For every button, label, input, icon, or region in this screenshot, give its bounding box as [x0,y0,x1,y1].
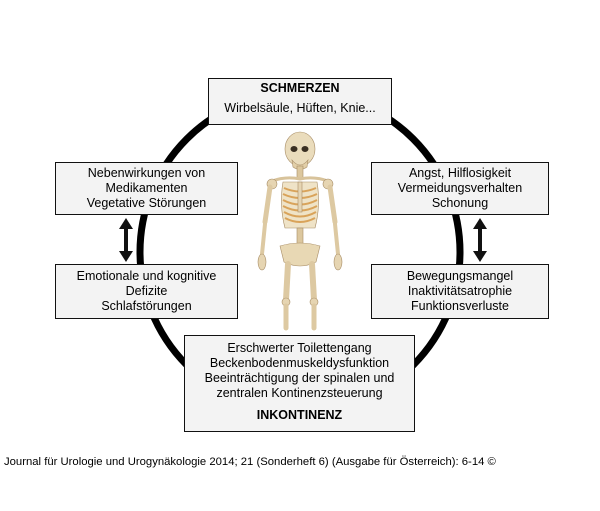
incontinence-line-1: Erschwerter Toilettengang [227,341,372,355]
side-effects-line-3: Vegetative Störungen [86,196,207,210]
anxiety-line-3: Schonung [431,196,489,210]
incontinence-line-2: Beckenbodenmuskeldysfunktion [209,356,390,370]
anxiety-line-2: Vermeidungsverhalten [397,181,523,195]
cognitive-line-3: Schlafstörungen [101,299,192,313]
citation-text: Journal für Urologie und Urogynäkologie … [4,456,496,468]
side-effects-line-2: Medikamenten [105,181,188,195]
anxiety-line-1: Angst, Hilflosigkeit [408,166,512,180]
pain-box: SCHMERZEN Wirbelsäule, Hüften, Knie... [208,78,392,125]
incontinence-line-3: Beeinträchtigung der spinalen und [204,371,395,385]
incontinence-box: Erschwerter Toilettengang Beckenbodenmus… [184,335,415,432]
lack-of-movement-box: Bewegungsmangel Inaktivitätsatrophie Fun… [371,264,549,319]
double-arrow-right [473,218,487,262]
double-arrow-left [119,218,133,262]
incontinence-line-4: zentralen Kontinenzsteuerung [216,386,383,400]
cognitive-deficits-box: Emotionale und kognitive Defizite Schlaf… [55,264,238,319]
pain-title: SCHMERZEN [260,81,340,95]
cognitive-line-1: Emotionale und kognitive [76,269,217,283]
anxiety-box: Angst, Hilflosigkeit Vermeidungsverhalte… [371,162,549,215]
side-effects-box: Nebenwirkungen von Medikamenten Vegetati… [55,162,238,215]
movement-line-3: Funktionsverluste [411,299,509,313]
skeleton-illustration [257,131,343,331]
pain-detail: Wirbelsäule, Hüften, Knie... [224,101,376,115]
movement-line-1: Bewegungsmangel [406,269,514,283]
movement-line-2: Inaktivitätsatrophie [407,284,513,298]
cognitive-line-2: Defizite [125,284,168,298]
incontinence-title: INKONTINENZ [256,408,343,422]
side-effects-line-1: Nebenwirkungen von [87,166,206,180]
